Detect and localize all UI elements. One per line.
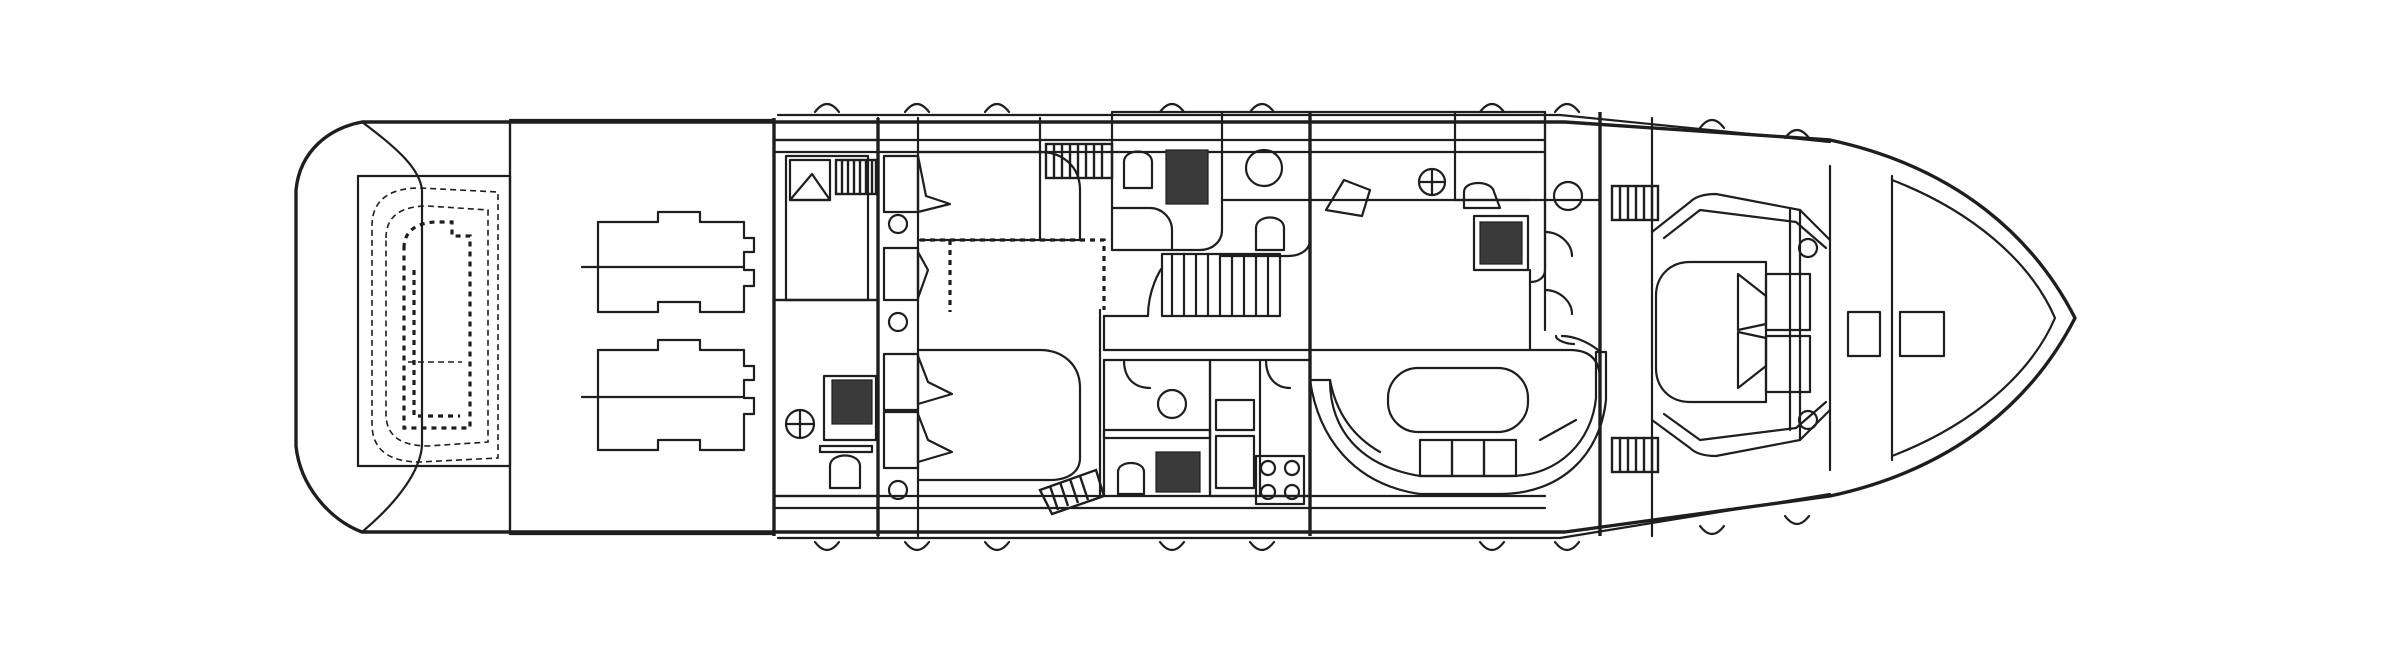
bow-lockers — [1846, 310, 1946, 358]
engine-icon — [580, 210, 756, 314]
fender-icon — [813, 102, 1811, 552]
engine-icon — [580, 338, 756, 452]
tender-garage — [356, 118, 512, 536]
sink-icon — [1417, 167, 1447, 197]
locker-hatch — [1898, 310, 1946, 358]
shower-icon — [1155, 451, 1201, 493]
stove-icon — [1254, 454, 1306, 506]
sink-icon — [1244, 148, 1284, 188]
upper-heads — [1038, 110, 1312, 258]
engine-room-box — [508, 118, 776, 536]
toilet-icon — [828, 454, 862, 490]
transom-line — [360, 120, 424, 534]
shower-icon — [1165, 149, 1209, 205]
aft-cabins — [876, 116, 1106, 538]
hull-outline — [294, 120, 2077, 534]
toilet-icon — [1116, 461, 1146, 496]
bed-icon — [916, 250, 930, 300]
toilet-icon — [1122, 150, 1154, 190]
sink-icon — [1156, 388, 1188, 420]
hatch-icon — [1610, 184, 1660, 222]
sink-icon — [1552, 180, 1584, 212]
fenders — [813, 102, 1811, 552]
staircase-icon — [1102, 252, 1312, 352]
hull — [294, 113, 2077, 540]
tender-icon — [371, 187, 499, 463]
sofa-icon — [1308, 350, 1608, 496]
table-icon — [1386, 366, 1530, 434]
engine-room — [508, 118, 776, 536]
bed-icon — [788, 172, 832, 202]
toilet-icon — [1462, 181, 1502, 210]
berth-dashed — [920, 238, 1106, 312]
locker-hatch — [1846, 310, 1882, 358]
bed-icon — [916, 354, 954, 406]
bed-icon — [916, 154, 952, 214]
sink-icon — [784, 408, 816, 440]
aft-cabin-block — [772, 116, 1547, 538]
shower-icon — [822, 374, 878, 442]
hatch-icon — [834, 158, 878, 196]
toilet-icon — [1254, 216, 1286, 252]
forward-heads — [1453, 110, 1602, 536]
hatch-icon — [1044, 142, 1114, 180]
saloon — [1308, 110, 1608, 536]
deck-edge-line — [776, 113, 1832, 540]
forward-cabin — [1610, 116, 1832, 538]
bed-icon — [1654, 260, 1768, 404]
bed-icon — [916, 412, 954, 464]
galley-block — [1038, 358, 1312, 516]
hatch-icon — [1038, 468, 1106, 516]
chair-icon — [1324, 178, 1372, 218]
shower-icon — [1472, 214, 1530, 272]
hatch-icon — [1610, 436, 1660, 474]
bow-inner-line — [1890, 178, 2057, 458]
